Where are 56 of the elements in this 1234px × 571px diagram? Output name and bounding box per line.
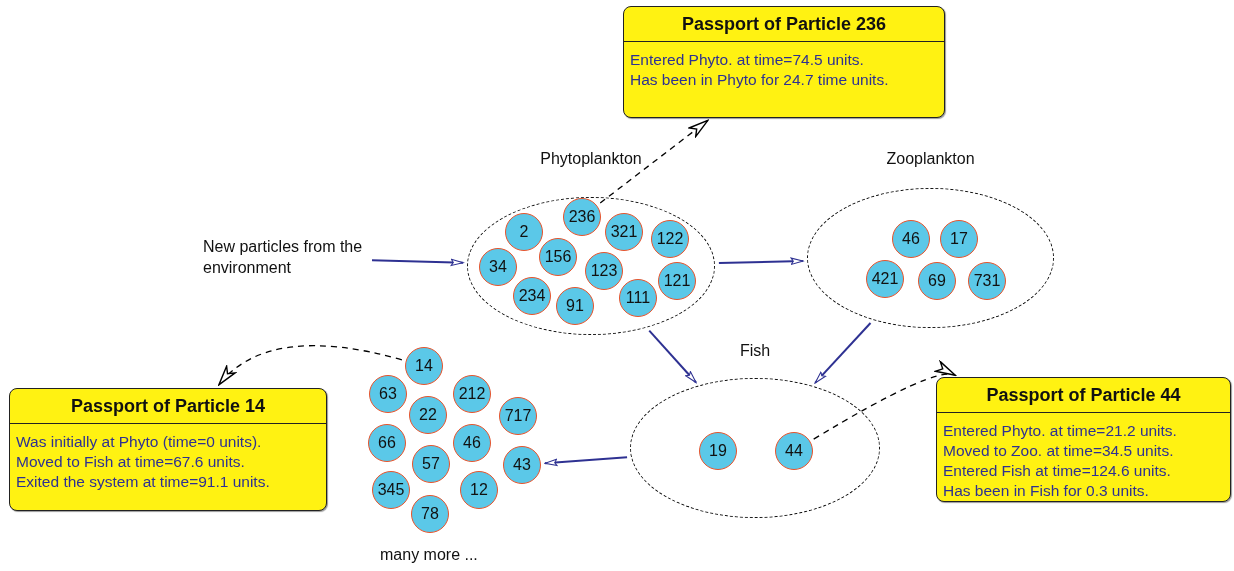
card-text: Entered Fish at time=124.6 units. xyxy=(942,461,1172,481)
card-title: Passport of Particle 14 xyxy=(10,389,326,424)
card-text: Has been in Phyto for 24.7 time units. xyxy=(629,70,890,90)
particle: 57 xyxy=(412,445,450,483)
passport-card xyxy=(9,388,327,511)
particle: 46 xyxy=(892,220,930,258)
card-text: Moved to Fish at time=67.6 units. xyxy=(15,452,246,472)
particle: 22 xyxy=(409,396,447,434)
arrow xyxy=(371,258,465,266)
particle: 12 xyxy=(460,471,498,509)
particle: 122 xyxy=(651,220,689,258)
particle: 421 xyxy=(866,260,904,298)
particle: 46 xyxy=(453,424,491,462)
dashed-arrow xyxy=(218,345,403,386)
arrow xyxy=(717,257,805,265)
particle: 44 xyxy=(775,432,813,470)
group-heading: Zooplankton xyxy=(885,150,976,168)
particle: 731 xyxy=(968,262,1006,300)
card-title: Passport of Particle 44 xyxy=(937,378,1230,413)
particle: 78 xyxy=(411,495,449,533)
particle: 123 xyxy=(585,252,623,290)
particle: 63 xyxy=(369,375,407,413)
arrow xyxy=(543,456,629,467)
arrow xyxy=(648,329,697,384)
card-text: Entered Phyto. at time=74.5 units. xyxy=(629,50,865,70)
particle: 321 xyxy=(605,213,643,251)
card-text: Entered Phyto. at time=21.2 units. xyxy=(942,421,1178,441)
particle: 19 xyxy=(699,432,737,470)
particle: 34 xyxy=(479,248,517,286)
note-text: many more ... xyxy=(380,546,478,564)
passport-card xyxy=(936,377,1231,502)
card-text: Was initially at Phyto (time=0 units). xyxy=(15,432,263,452)
particle: 66 xyxy=(368,424,406,462)
passport-card xyxy=(623,6,945,118)
particle: 69 xyxy=(918,262,956,300)
card-text: Has been in Fish for 0.3 units. xyxy=(942,481,1150,501)
source-text: New particles from the environment xyxy=(203,236,368,280)
particle: 91 xyxy=(556,287,594,325)
dashed-arrow xyxy=(599,119,709,204)
particle: 14 xyxy=(405,347,443,385)
particle: 121 xyxy=(658,262,696,300)
particle: 111 xyxy=(619,279,657,317)
particle: 156 xyxy=(539,238,577,276)
particle: 17 xyxy=(940,220,978,258)
particle: 212 xyxy=(453,375,491,413)
group-heading: Phytoplankton xyxy=(539,150,643,168)
card-title: Passport of Particle 236 xyxy=(624,7,944,42)
particle: 43 xyxy=(503,446,541,484)
particle: 345 xyxy=(372,471,410,509)
particle: 234 xyxy=(513,277,551,315)
particle: 2 xyxy=(505,213,543,251)
particle: 717 xyxy=(499,397,537,435)
particle: 236 xyxy=(563,198,601,236)
group-heading: Fish xyxy=(738,342,772,360)
card-text: Exited the system at time=91.1 units. xyxy=(15,472,271,492)
card-text: Moved to Zoo. at time=34.5 units. xyxy=(942,441,1175,461)
